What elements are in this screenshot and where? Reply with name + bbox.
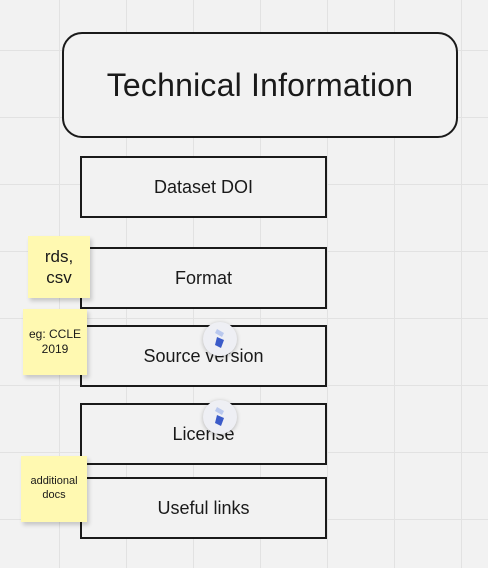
title-frame[interactable]: Technical Information: [62, 32, 458, 138]
box-useful-links[interactable]: Useful links: [80, 477, 327, 539]
title-text: Technical Information: [106, 66, 414, 103]
sticky-note-format[interactable]: rds, csv: [28, 236, 90, 298]
cursor-glyph: [215, 407, 224, 426]
sticky-note-source[interactable]: eg: CCLE 2019: [23, 309, 87, 375]
cursor-glyph: [215, 329, 224, 348]
box-label: Source version: [143, 345, 264, 366]
user-cursor-icon: [203, 400, 237, 434]
user-cursor-icon: [203, 322, 237, 356]
box-label: Useful links: [157, 497, 250, 518]
sticky-text: eg: CCLE 2019: [28, 327, 82, 356]
sticky-text: additional docs: [30, 475, 78, 501]
sticky-text: rds, csv: [44, 246, 74, 287]
box-label: Format: [174, 267, 232, 288]
sticky-note-links[interactable]: additional docs: [21, 456, 87, 522]
box-label: Dataset DOI: [153, 176, 254, 197]
box-format[interactable]: Format: [80, 247, 327, 309]
box-dataset-doi[interactable]: Dataset DOI: [80, 156, 327, 218]
